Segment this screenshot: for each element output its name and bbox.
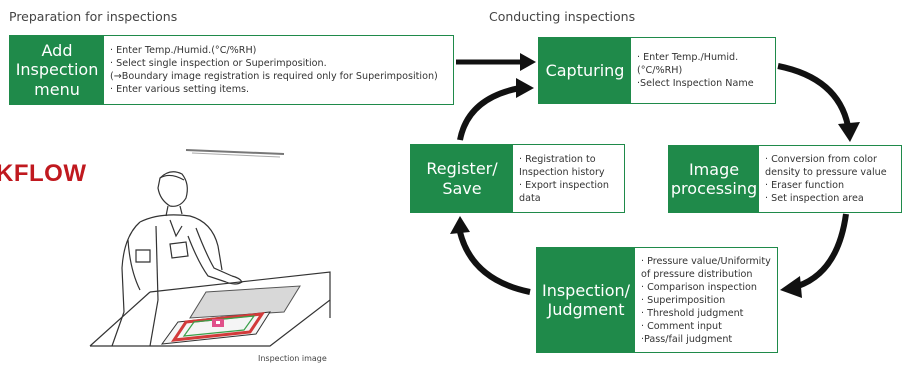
arrow-inspection-to-register — [457, 231, 531, 295]
arrow-processing-to-inspection — [796, 213, 849, 289]
step-inspection-item: · Threshold judgment — [641, 307, 744, 319]
step-add-description: · Enter Temp./Humid.(°C/%RH) · Select si… — [104, 36, 453, 104]
pressure-film-icon — [160, 285, 301, 345]
conducting-heading: Conducting inspections — [489, 9, 636, 24]
workflow-overlay-text: KFLOW — [0, 160, 87, 187]
step-capturing-description: · Enter Temp./Humid. (°C/%RH) ·Select In… — [631, 38, 775, 103]
step-capturing-item: (°C/%RH) — [637, 65, 683, 76]
step-image-processing-label: Image processing — [669, 146, 759, 212]
step-add-item: · Enter various setting items. — [110, 84, 250, 95]
arrow-register-to-capturing — [457, 85, 521, 141]
step-inspection-item: · Comment input — [641, 320, 722, 332]
step-register-item: data — [519, 192, 541, 204]
step-image-processing: Image processing · Conversion from color… — [668, 145, 902, 213]
arrow-capturing-to-processing — [777, 63, 851, 127]
step-add-item: · Select single inspection or Superimpos… — [110, 58, 327, 69]
step-register-label: Register/ Save — [411, 145, 513, 212]
step-capturing: Capturing · Enter Temp./Humid. (°C/%RH) … — [538, 37, 776, 104]
step-inspection-item: · Comparison inspection — [641, 281, 757, 293]
step-add-inspection-menu: Add Inspection menu · Enter Temp./Humid.… — [9, 35, 454, 105]
step-inspection-label: Inspection/ Judgment — [537, 248, 635, 352]
arrow-add-to-capturing-head — [520, 53, 536, 71]
table-icon — [89, 271, 331, 347]
step-register-item: Inspection history — [519, 166, 605, 178]
step-image-processing-item: · Set inspection area — [765, 193, 864, 204]
step-register-item: · Registration to — [519, 153, 596, 165]
inspector-person-icon — [111, 171, 243, 347]
step-register-item: · Export inspection — [519, 179, 609, 191]
arrow-inspection-to-register-head — [450, 216, 470, 234]
step-image-processing-item: · Conversion from color — [765, 154, 877, 165]
step-add-label: Add Inspection menu — [10, 36, 104, 104]
step-image-processing-description: · Conversion from color density to press… — [759, 146, 901, 212]
step-inspection-item: · Superimposition — [641, 294, 726, 306]
step-inspection-description: · Pressure value/Uniformity of pressure … — [635, 248, 777, 352]
step-add-item: · Enter Temp./Humid.(°C/%RH) — [110, 45, 257, 56]
step-capturing-label: Capturing — [539, 38, 631, 103]
step-image-processing-item: · Eraser function — [765, 180, 845, 191]
preparation-heading: Preparation for inspections — [9, 9, 178, 24]
step-image-processing-item: density to pressure value — [765, 167, 887, 178]
arrow-register-to-capturing-head — [516, 78, 534, 98]
step-inspection-item: · Pressure value/Uniformity — [641, 255, 771, 267]
illustration-caption: Inspection image — [258, 354, 327, 363]
arrow-processing-to-inspection-head — [780, 276, 802, 298]
step-inspection-judgment: Inspection/ Judgment · Pressure value/Un… — [536, 247, 778, 353]
step-add-item: (→Boundary image registration is require… — [110, 71, 438, 82]
step-inspection-item: ·Pass/fail judgment — [641, 333, 733, 345]
ceiling-light-icon — [185, 149, 285, 158]
step-inspection-item: of pressure distribution — [641, 268, 753, 280]
step-register-description: · Registration to Inspection history · E… — [513, 145, 624, 212]
arrow-capturing-to-processing-head — [838, 122, 860, 142]
step-capturing-item: · Enter Temp./Humid. — [637, 52, 739, 63]
step-capturing-item: ·Select Inspection Name — [637, 78, 754, 89]
step-register-save: Register/ Save · Registration to Inspect… — [410, 144, 625, 213]
